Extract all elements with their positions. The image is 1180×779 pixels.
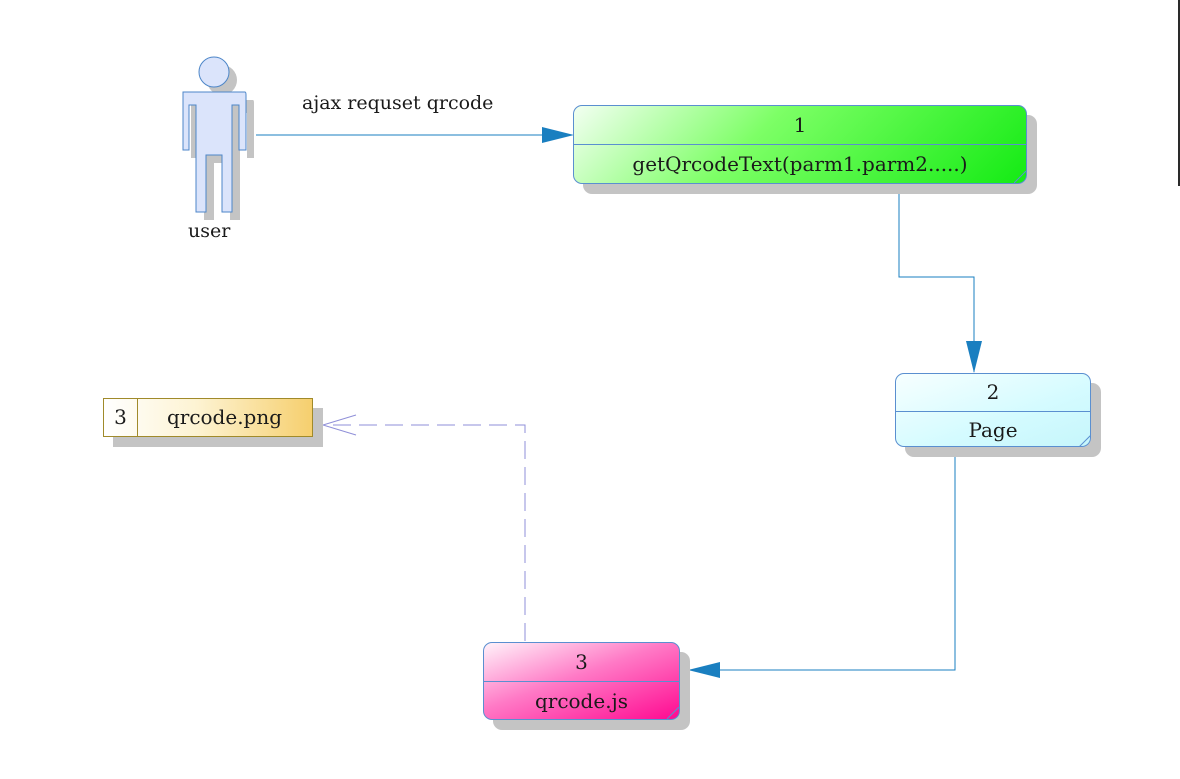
page-fold-icon (1079, 435, 1090, 446)
open-arrowhead-icon (321, 414, 357, 436)
process-2-number: 2 (896, 374, 1090, 412)
page-fold-icon (1014, 171, 1026, 183)
user-actor-label: user (188, 220, 231, 242)
process-1[interactable]: 1 getQrcodeText(parm1.parm2.....) (573, 105, 1027, 184)
flow-process-3-to-datastore[interactable] (326, 424, 526, 641)
process-1-number: 1 (574, 106, 1026, 145)
window-divider (1178, 0, 1180, 186)
arrowhead-down-icon (966, 341, 982, 373)
flow-process-1-to-process-2[interactable] (898, 193, 975, 372)
flow-process-2-to-process-3[interactable] (719, 457, 956, 671)
page-fold-icon (667, 707, 679, 719)
process-2-name: Page (968, 418, 1018, 442)
datastore-id: 3 (104, 399, 138, 436)
arrowhead-left-icon (688, 662, 720, 678)
process-3-name: qrcode.js (534, 689, 629, 713)
datastore[interactable]: 3 qrcode.png (103, 398, 313, 437)
process-3[interactable]: 3 qrcode.js (483, 642, 680, 720)
process-2[interactable]: 2 Page (895, 373, 1091, 447)
process-3-number: 3 (484, 643, 679, 682)
user-actor-icon[interactable] (175, 55, 265, 225)
process-1-name: getQrcodeText(parm1.parm2.....) (632, 152, 968, 176)
flow-label-ajax-request: ajax requset qrcode (302, 92, 494, 114)
datastore-name: qrcode.png (166, 405, 283, 429)
